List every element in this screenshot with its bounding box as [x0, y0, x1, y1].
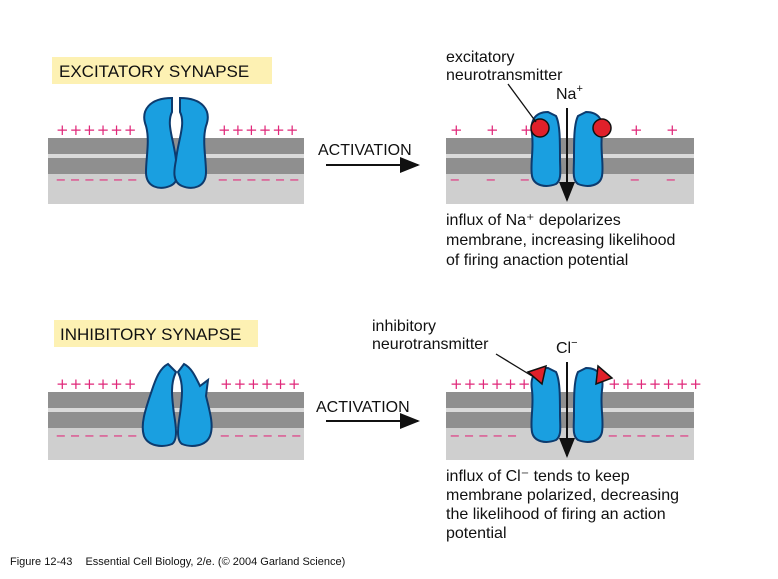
activation-label: ACTIVATION [316, 399, 410, 416]
membrane-outer-layer [48, 138, 304, 154]
result-text-line4: potential [446, 525, 507, 542]
result-text-line2: membrane polarized, decreasing [446, 487, 679, 504]
closed-ion-channel [143, 96, 209, 189]
membrane-gap [446, 154, 694, 158]
charge-plus-3: + [520, 121, 533, 139]
charge-minus-2: ‒ [486, 170, 496, 188]
result-text-line1: influx of Cl⁻ tends to keep [446, 468, 630, 485]
open-ion-channel [526, 364, 614, 443]
charge-minus-right: ‒ ‒ ‒ ‒ ‒ ‒ [220, 426, 301, 444]
membrane-inner-layer [446, 158, 694, 174]
neurotransmitter-left [530, 118, 550, 138]
charge-plus-1: + [450, 121, 463, 139]
open-ion-channel [530, 110, 612, 187]
inhibitory-title-highlight [54, 320, 258, 347]
transmitter-label-line2: neurotransmitter [372, 336, 489, 353]
charge-minus-4: ‒ [630, 170, 640, 188]
membrane-gap [446, 408, 694, 412]
ion-label: Cl− [556, 337, 578, 357]
excitatory-open-membrane [446, 138, 694, 204]
channel-subunit-left [143, 96, 179, 189]
transmitter-label-line1: inhibitory [372, 318, 436, 335]
charge-plus-left: ++++++ [450, 375, 531, 393]
transmitter-pointer-line [495, 353, 533, 377]
charge-minus-right: ‒ ‒ ‒ ‒ ‒ ‒ [218, 170, 299, 188]
figure-number: Figure 12-43 [10, 556, 73, 568]
neurotransmitter-right [592, 118, 612, 138]
activation-label: ACTIVATION [318, 142, 412, 159]
excitatory-title: EXCITATORY SYNAPSE [59, 62, 249, 81]
charge-minus-1: ‒ [450, 170, 460, 188]
result-text-line1: influx of Na⁺ depolarizes [446, 212, 621, 229]
membrane-gap [48, 408, 304, 412]
charge-plus-left: ++++++ [56, 375, 137, 393]
excitatory-panel: EXCITATORY SYNAPSE ++++++ ++++++ ‒ ‒ ‒ ‒… [48, 49, 694, 269]
charge-minus-3: ‒ [520, 170, 530, 188]
charge-plus-left: ++++++ [56, 121, 137, 139]
membrane-inner-layer [446, 412, 694, 428]
transmitter-label-line1: excitatory [446, 49, 514, 66]
charge-plus-right: ++++++ [218, 121, 299, 139]
charge-plus-5: + [666, 121, 679, 139]
excitatory-title-highlight [52, 57, 272, 84]
figure-source: Essential Cell Biology, 2/e. (© 2004 Gar… [85, 556, 346, 568]
inhibitory-panel: INHIBITORY SYNAPSE ++++++ ++++++ ‒ ‒ ‒ ‒… [48, 318, 703, 542]
inhibitory-title: INHIBITORY SYNAPSE [60, 325, 241, 344]
membrane-outer-layer [446, 138, 694, 154]
result-text-line2: membrane, increasing likelihood [446, 232, 675, 249]
result-text-line3: of firing anaction potential [446, 252, 628, 269]
charge-plus-right: ++++++ [220, 375, 301, 393]
result-text-line3: the likelihood of firing an action [446, 506, 666, 523]
membrane-outer-layer [48, 392, 304, 408]
charge-plus-4: + [630, 121, 643, 139]
charge-minus-left: ‒ ‒ ‒ ‒ ‒ ‒ [56, 170, 137, 188]
charge-plus-right: +++++++ [608, 375, 703, 393]
cytoplasm-band [446, 174, 694, 204]
neurotransmitter-right [595, 364, 614, 386]
channel-subunit-right [173, 96, 209, 189]
transmitter-pointer-line [507, 83, 537, 123]
figure-caption: Figure 12-43 Essential Cell Biology, 2/e… [10, 556, 355, 568]
transmitter-label-line2: neurotransmitter [446, 67, 563, 84]
channel-subunit-right [572, 366, 604, 443]
charge-minus-left: ‒ ‒ ‒ ‒ ‒ ‒ [56, 426, 137, 444]
charge-minus-left: ‒ ‒ ‒ ‒ ‒ [450, 426, 517, 444]
membrane-outer-layer [446, 392, 694, 408]
ion-label: Na+ [556, 83, 583, 103]
channel-subunit-right [176, 362, 213, 447]
neurotransmitter-left [526, 364, 548, 386]
channel-subunit-left [141, 362, 178, 447]
channel-subunit-left [530, 366, 562, 443]
closed-ion-channel [141, 362, 213, 447]
charge-plus-2: + [486, 121, 499, 139]
charge-minus-5: ‒ [666, 170, 676, 188]
charge-minus-right: ‒ ‒ ‒ ‒ ‒ ‒ [608, 426, 689, 444]
membrane-inner-layer [48, 412, 304, 428]
inhibitory-open-membrane [446, 392, 694, 460]
